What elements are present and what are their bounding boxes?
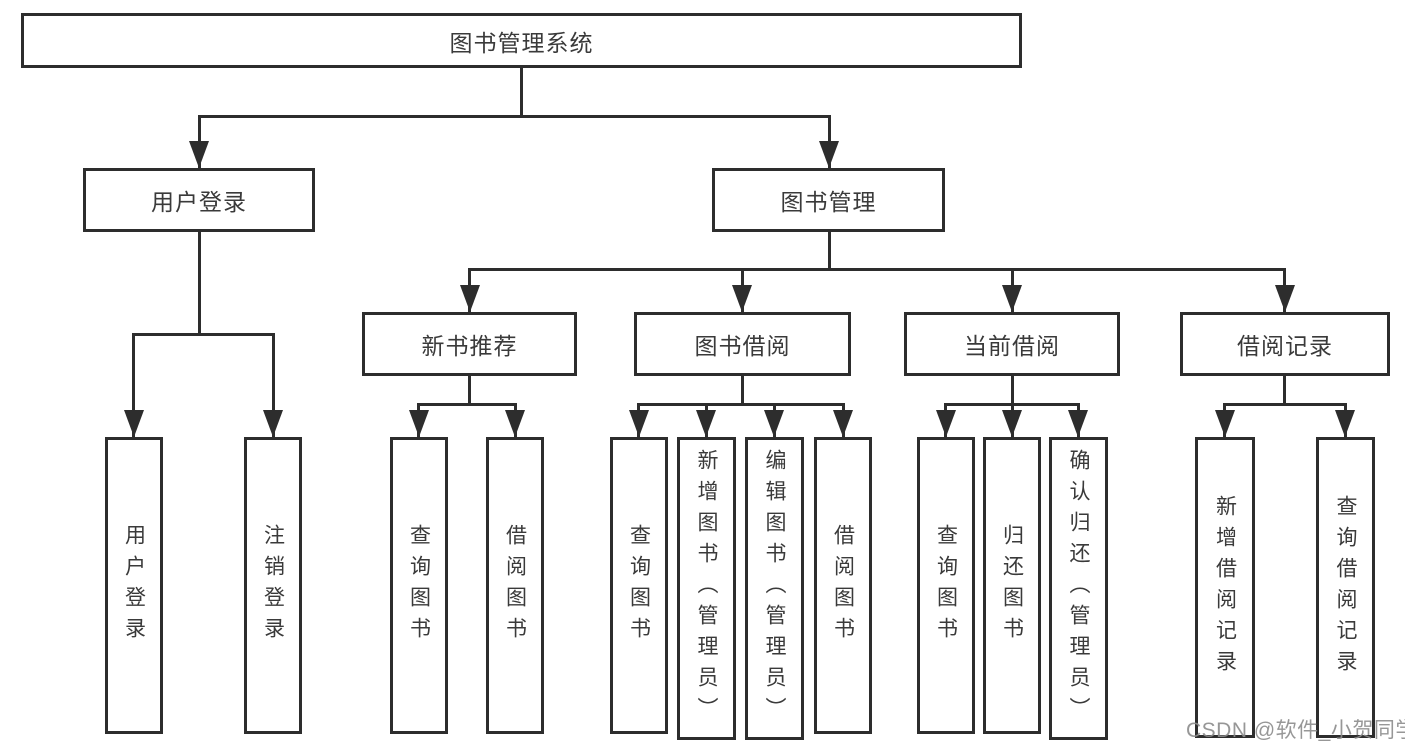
arrowhead-book-borrow	[732, 285, 752, 312]
leaf-query-borrow-record: 查询借阅记录	[1316, 437, 1375, 738]
connector-new-books-junction	[417, 403, 517, 406]
node-user-login: 用户登录	[83, 168, 315, 232]
arrowhead-nb-leaf1	[409, 410, 429, 437]
connector-root-stem	[520, 66, 523, 117]
connector-current-borrow-stem	[1011, 374, 1014, 405]
arrowhead-current-borrow	[1002, 285, 1022, 312]
node-book-management: 图书管理	[712, 168, 945, 232]
arrowhead-book-management	[819, 141, 839, 168]
connector-to-leaf-login	[132, 333, 135, 437]
node-library-management-system: 图书管理系统	[21, 13, 1022, 68]
arrowhead-bb-leaf3	[764, 410, 784, 437]
connector-user-login-stem	[198, 230, 201, 335]
leaf-borrow-books: 借阅图书	[814, 437, 872, 734]
arrowhead-user-login	[189, 141, 209, 168]
leaf-borrow-books-recommend: 借阅图书	[486, 437, 544, 734]
leaf-return-books: 归还图书	[983, 437, 1041, 734]
connector-borrow-records-stem	[1283, 374, 1286, 405]
connector-book-borrow-stem	[741, 374, 744, 405]
leaf-add-books-admin: 新增图书（管理员）	[677, 437, 736, 740]
connector-borrow-records-junction	[1223, 403, 1347, 406]
arrowhead-cb-leaf3	[1068, 410, 1088, 437]
leaf-user-login: 用户登录	[105, 437, 163, 734]
arrowhead-cb-leaf1	[936, 410, 956, 437]
connector-to-leaf-logout	[272, 333, 275, 437]
connector-book-mgmt-junction	[468, 268, 1286, 271]
connector-new-books-stem	[468, 374, 471, 405]
leaf-add-borrow-record: 新增借阅记录	[1195, 437, 1255, 738]
node-new-book-recommend: 新书推荐	[362, 312, 577, 376]
arrowhead-br-leaf1	[1215, 410, 1235, 437]
arrowhead-bb-leaf1	[629, 410, 649, 437]
arrowhead-new-books	[460, 285, 480, 312]
arrowhead-br-leaf2	[1335, 410, 1355, 437]
arrowhead-cb-leaf2	[1002, 410, 1022, 437]
connector-book-mgmt-stem	[828, 230, 831, 270]
leaf-query-books-current: 查询图书	[917, 437, 975, 734]
arrowhead-bb-leaf4	[833, 410, 853, 437]
connector-root-junction	[198, 115, 831, 118]
csdn-watermark: CSDN @软件_小贺同学	[1186, 719, 1405, 742]
connector-book-borrow-junction	[637, 403, 845, 406]
leaf-logout: 注销登录	[244, 437, 302, 734]
arrowhead-bb-leaf2	[696, 410, 716, 437]
leaf-query-books-borrow: 查询图书	[610, 437, 668, 734]
arrowhead-nb-leaf2	[505, 410, 525, 437]
arrowhead-leaf-login	[124, 410, 144, 437]
node-borrow-records: 借阅记录	[1180, 312, 1390, 376]
node-current-borrow: 当前借阅	[904, 312, 1120, 376]
leaf-edit-books-admin: 编辑图书（管理员）	[745, 437, 804, 740]
connector-user-login-junction	[132, 333, 275, 336]
node-book-borrow: 图书借阅	[634, 312, 851, 376]
arrowhead-borrow-records	[1275, 285, 1295, 312]
arrowhead-leaf-logout	[263, 410, 283, 437]
leaf-confirm-return-admin: 确认归还（管理员）	[1049, 437, 1108, 740]
leaf-query-books-recommend: 查询图书	[390, 437, 448, 734]
